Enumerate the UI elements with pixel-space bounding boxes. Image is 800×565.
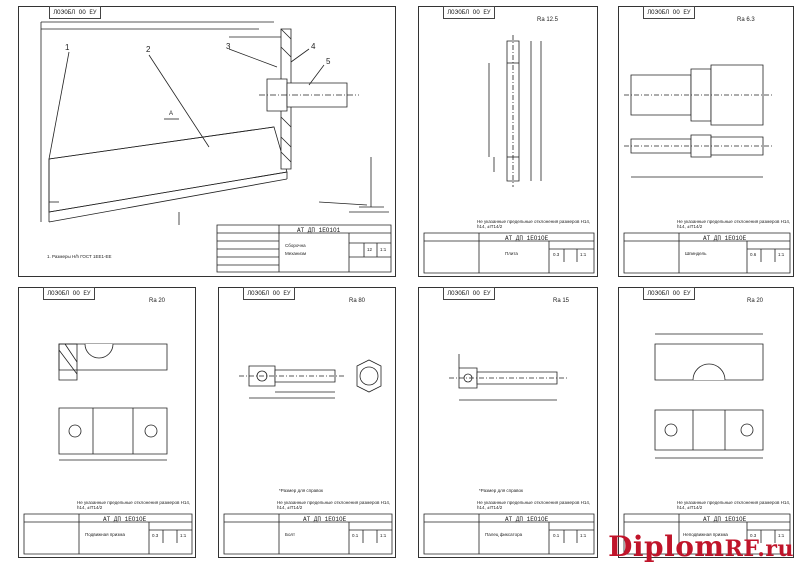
- sheet-note: 1. Размеры Н/h ГОСТ 1ЕЕ1-ЕЕ: [47, 254, 112, 259]
- sheet-shaft: ЛОЭОБЛ ОО ЕУ Ra 6.3 Не указанные предель…: [618, 6, 794, 277]
- stamp-mass: 0.1: [553, 533, 560, 538]
- sheet-note: Не указанные предельные отклонения разме…: [477, 500, 591, 510]
- watermark-text: Diplom: [608, 530, 725, 563]
- stamp-title: Неподвижная призма: [683, 532, 728, 537]
- stamp-scale: 1:1: [580, 252, 587, 257]
- stamp-title: Палец фиксатора: [485, 532, 523, 537]
- sheet-top-code: ЛОЭОБЛ ОО ЕУ: [643, 287, 695, 300]
- stamp-mass: 0.3: [152, 533, 159, 538]
- sheet-clamp: ЛОЭОБЛ ОО ЕУ Ra 20 Не указанные предельн…: [18, 287, 196, 558]
- stamp-scale: 1:1: [380, 247, 387, 252]
- stamp-scale: 1:1: [180, 533, 187, 538]
- pin-drawing: [419, 288, 599, 559]
- sheet-top-code: ЛОЭОБЛ ОО ЕУ: [43, 287, 95, 300]
- bolt-drawing: [219, 288, 397, 559]
- stamp-mass: 0.3: [750, 533, 757, 538]
- stamp-title: Плита: [505, 251, 518, 256]
- leader-label-4: 4: [311, 42, 316, 51]
- sheet-plate: ЛОЭОБЛ ОО ЕУ Ra 12.5 Не указанные предел…: [418, 6, 598, 277]
- sheet-bolt: ЛОЭОБЛ ОО ЕУ Ra 80 *Размер для справок Н…: [218, 287, 396, 558]
- sheet-top-code: ЛОЭОБЛ ОО ЕУ: [49, 6, 101, 19]
- assembly-drawing: [19, 7, 397, 278]
- stamp-code: АТ ДП 1ЕО1ОЕ: [505, 235, 549, 242]
- roughness-mark: Ra 20: [149, 298, 166, 304]
- sheet-pre-note: *Размер для справок: [479, 488, 523, 493]
- stamp-title: Шпиндель: [685, 251, 707, 256]
- sheet-top-code: ЛОЭОБЛ ОО ЕУ: [643, 6, 695, 19]
- sheet-pin: ЛОЭОБЛ ОО ЕУ Ra 15 *Размер для справок Н…: [418, 287, 598, 558]
- sheet-pre-note: *Размер для справок: [279, 488, 323, 493]
- sheet-note: Не указанные предельные отклонения разме…: [77, 500, 191, 510]
- roughness-mark: Ra 12.5: [537, 17, 559, 23]
- sheet-note: Не указанные предельные отклонения разме…: [677, 219, 791, 229]
- stamp-title: Болт: [285, 532, 296, 537]
- shaft-drawing: [619, 7, 795, 278]
- stamp-title: Подвижная призма: [85, 532, 125, 537]
- stamp-mass: 0.3: [553, 252, 560, 257]
- plate-drawing: [419, 7, 599, 278]
- sheet-top-code: ЛОЭОБЛ ОО ЕУ: [443, 6, 495, 19]
- leader-label-1: 1: [65, 43, 70, 52]
- stamp-code: АТ ДП 1ЕО1ОЕ: [703, 235, 747, 242]
- stamp-scale: 1:1: [778, 252, 785, 257]
- sheet-assembly: ЛОЭОБЛ ОО ЕУ: [18, 6, 396, 277]
- leader-label-2: 2: [146, 45, 151, 54]
- sheet-top-code: ЛОЭОБЛ ОО ЕУ: [443, 287, 495, 300]
- stamp-code: АТ ДП 1ЕО1ОЕ: [103, 516, 147, 523]
- roughness-mark: Ra 6.3: [737, 17, 755, 23]
- stamp-code: АТ ДП 1ЕО1ОЕ: [505, 516, 549, 523]
- sheet-note: Не указанные предельные отклонения разме…: [477, 219, 591, 229]
- stamp-mass: 0.6: [750, 252, 757, 257]
- sheet-note: Не указанные предельные отклонения разме…: [277, 500, 391, 510]
- sheet-top-code: ЛОЭОБЛ ОО ЕУ: [243, 287, 295, 300]
- stamp-subtitle: Механизм: [285, 251, 307, 256]
- roughness-mark: Ra 80: [349, 298, 366, 304]
- leader-label-5: 5: [326, 57, 331, 66]
- section-label: А: [169, 111, 174, 117]
- sheet-note: Не указанные предельные отклонения разме…: [677, 500, 791, 510]
- stamp-scale: 1:1: [580, 533, 587, 538]
- stamp-mass: 12: [367, 247, 373, 252]
- sheet-prism: ЛОЭОБЛ ОО ЕУ Ra 20 Не указанные предельн…: [618, 287, 794, 558]
- stamp-code: АТ ДП 1ЕО1ОЕ: [303, 516, 347, 523]
- stamp-scale: 1:1: [380, 533, 387, 538]
- prism-drawing: [619, 288, 795, 559]
- watermark-suffix: RF.ru: [724, 536, 794, 562]
- roughness-mark: Ra 20: [747, 298, 764, 304]
- stamp-title: Сборочна: [285, 243, 306, 248]
- roughness-mark: Ra 15: [553, 298, 570, 304]
- stamp-scale: 1:1: [778, 533, 785, 538]
- stamp-code: АТ ДП 1ЕО1ОЕ: [703, 516, 747, 523]
- stamp-code: АТ ДП 1ЕО1О1: [297, 227, 341, 234]
- leader-label-3: 3: [226, 42, 231, 51]
- watermark-logo: DiplomRF.ru: [608, 530, 794, 563]
- stamp-mass: 0.1: [352, 533, 359, 538]
- clamp-drawing: [19, 288, 197, 559]
